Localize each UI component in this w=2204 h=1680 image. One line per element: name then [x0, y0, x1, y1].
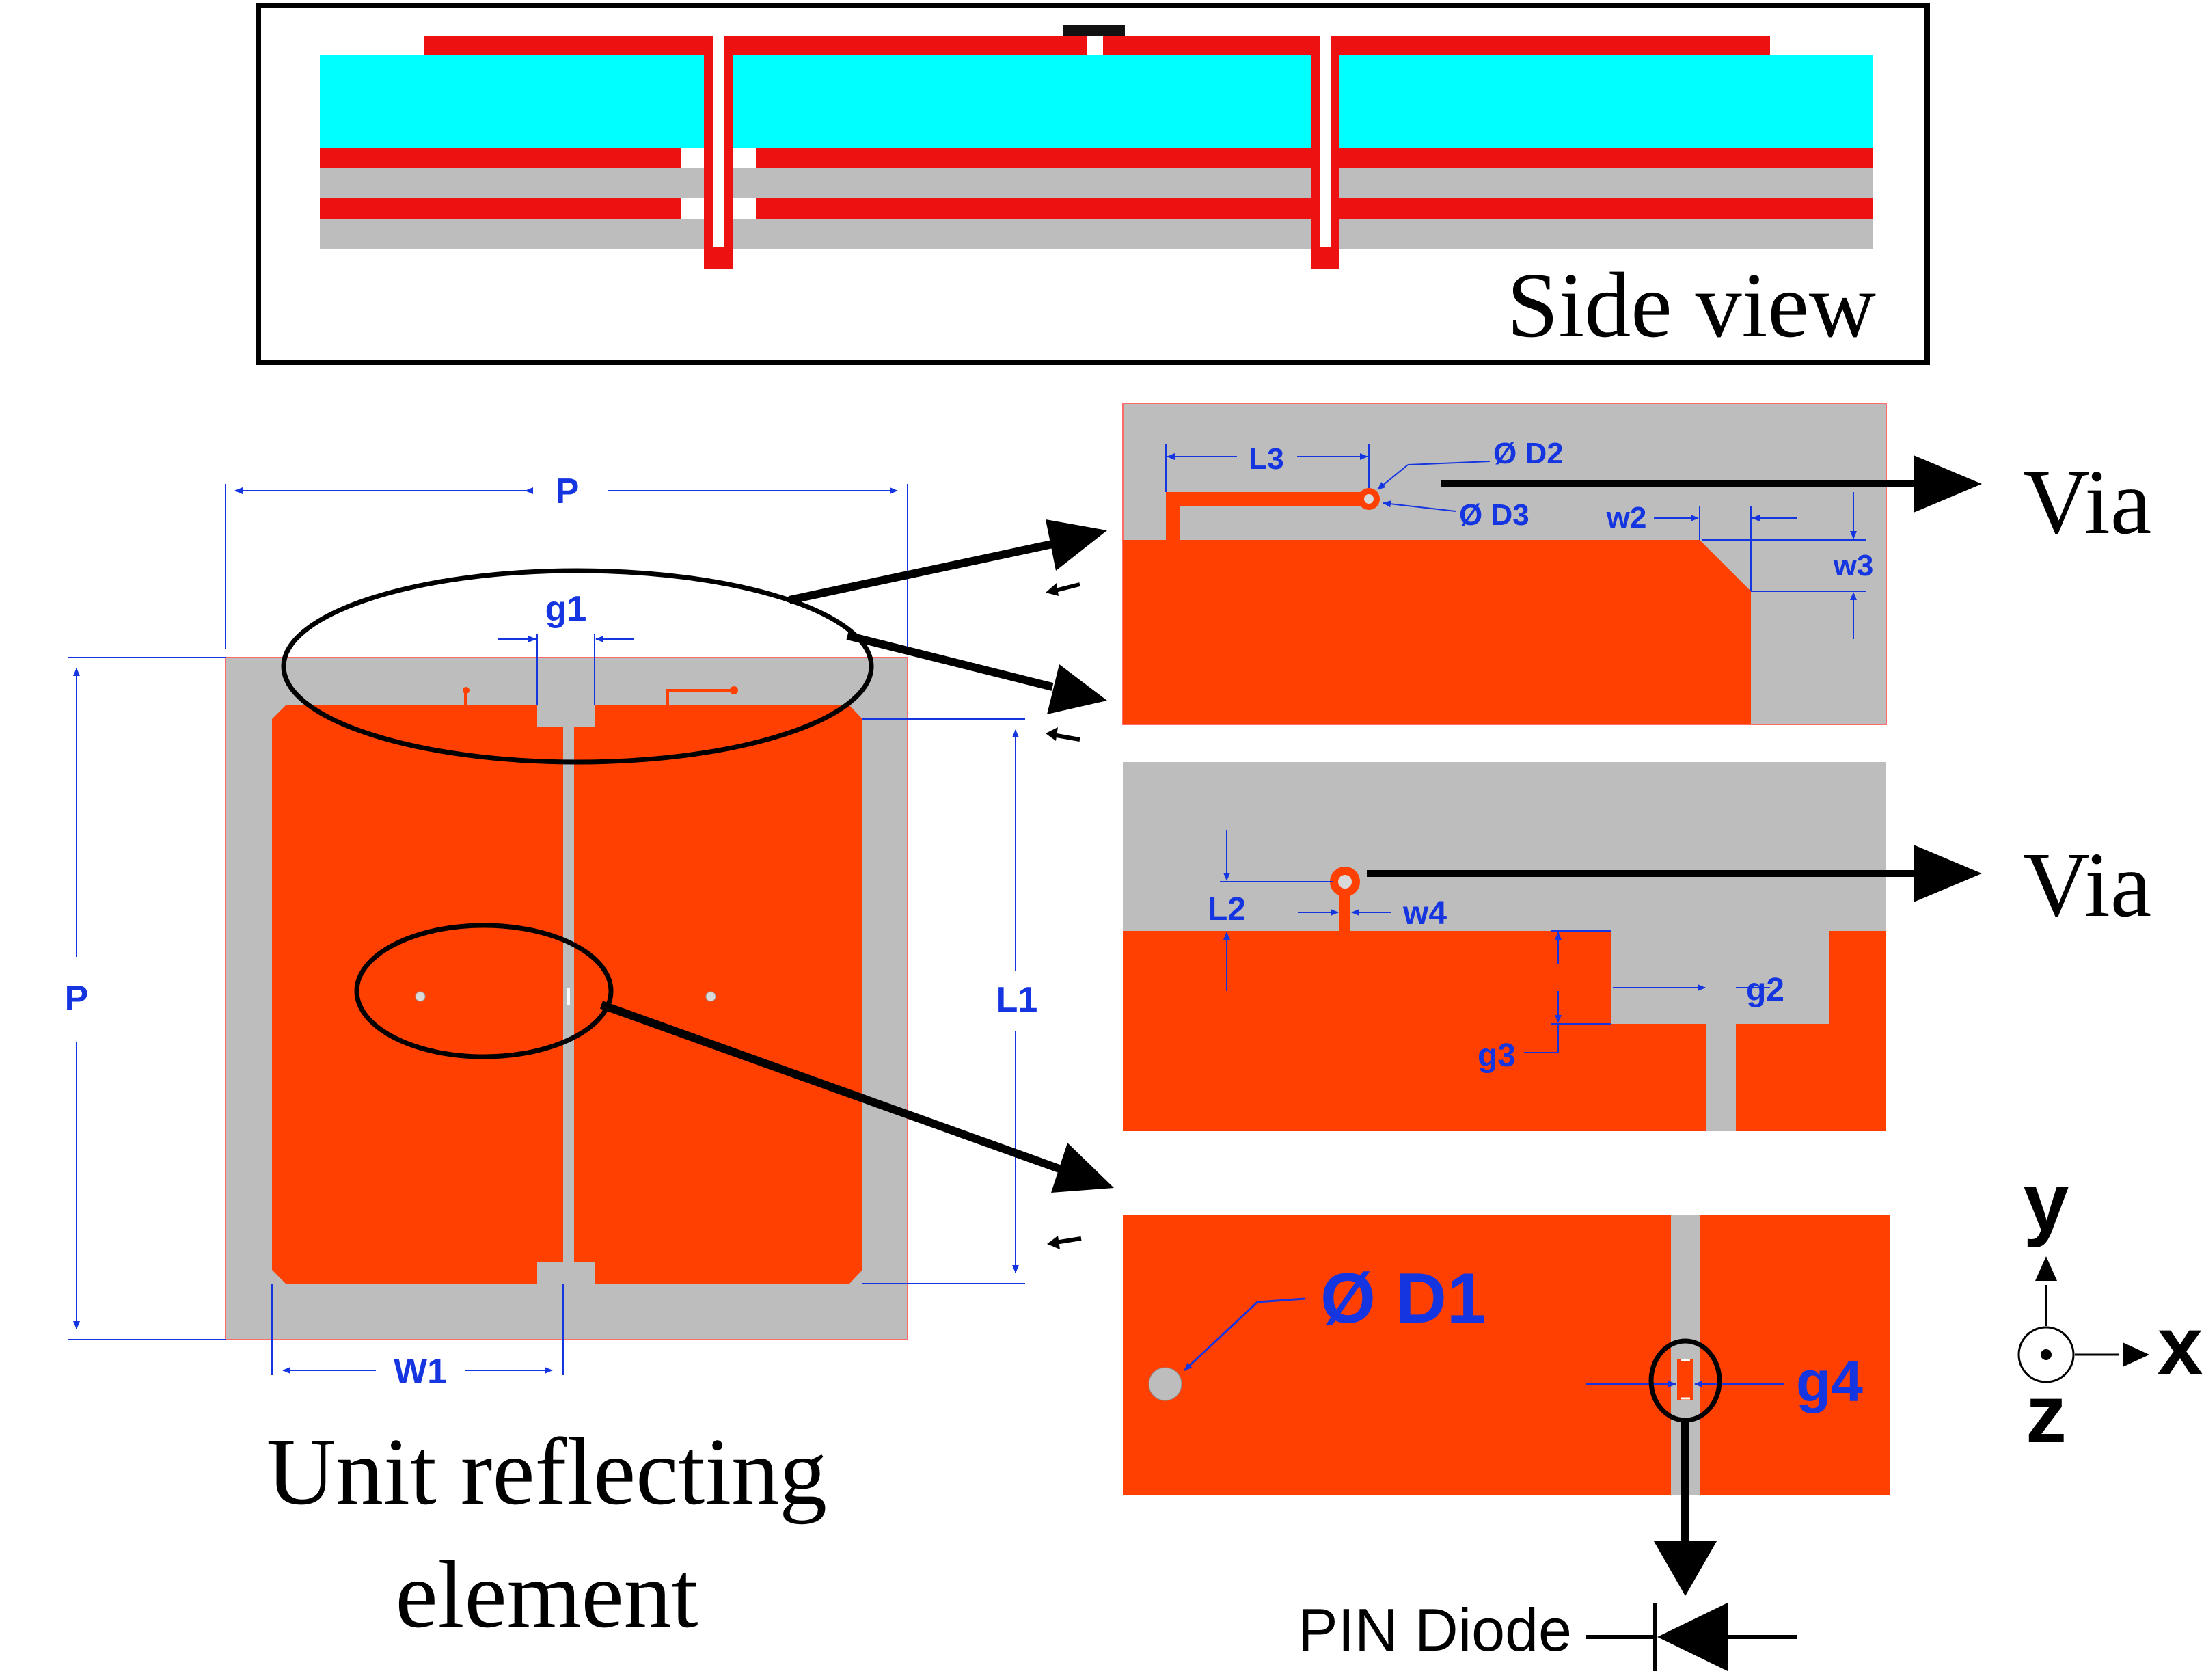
- side-view-caption: Side view: [1507, 254, 1876, 357]
- top-substrate: [320, 55, 1873, 148]
- zoom-arrows: [599, 519, 1114, 1249]
- dim-w1: W1: [271, 1284, 564, 1392]
- dim-label-l2: L2: [1208, 891, 1246, 927]
- dim-label-g2: g2: [1746, 972, 1784, 1008]
- gray-substrate-2: [320, 219, 1873, 249]
- unit-caption-line1: Unit reflecting: [267, 1419, 827, 1525]
- via-pad: [730, 686, 738, 694]
- dim-label-g4: g4: [1796, 1349, 1863, 1413]
- zoom-ellipse-center: [354, 923, 614, 1059]
- detail-mid-stub: [1339, 895, 1350, 931]
- dim-label-l1: L1: [996, 980, 1038, 1020]
- detail-top-patch: [1123, 540, 1751, 724]
- detail-bot-via-hole: [1148, 1367, 1182, 1401]
- side-view-frame: [256, 3, 1930, 365]
- axis-x-label: x: [2158, 1300, 2203, 1392]
- axis-z-label: z: [2026, 1368, 2067, 1460]
- dim-label-w3: w3: [1833, 549, 1874, 582]
- dim-p-top: P: [225, 472, 908, 649]
- detail-bottom: Ø D1 g4 PIN Diode: [1123, 1215, 1890, 1671]
- detail-mid-via-label: Via: [2023, 834, 2151, 936]
- dim-label-g1: g1: [545, 589, 587, 629]
- zoom-ellipse-top: [281, 568, 874, 765]
- detail-mid-patch-right: [1736, 931, 1886, 1131]
- axis-y-label: y: [2024, 1156, 2069, 1248]
- dim-label-w4: w4: [1402, 895, 1447, 932]
- axes-indicator: y x z: [2017, 1156, 2203, 1460]
- detail-mid-patch-left: [1123, 931, 1706, 1131]
- small-arrow: [1055, 1236, 1082, 1245]
- zoom-ellipse-g4: [1648, 1338, 1722, 1423]
- side-view-panel: Side view: [256, 3, 1930, 365]
- dim-label-p-top: P: [556, 472, 580, 511]
- detail-top: L3 Ø D2 Ø D3 w2 w3 Via: [1122, 403, 2151, 725]
- detail-top-via-hole: [1364, 494, 1374, 504]
- via-hole: [415, 991, 426, 1002]
- detail-bot-diode-bridge: [1677, 1359, 1693, 1400]
- stub-small: [464, 690, 467, 705]
- pin-diode-label: PIN Diode: [1298, 1596, 1572, 1664]
- via-2-hole: [1320, 36, 1331, 247]
- dim-label-d3: Ø D3: [1459, 498, 1529, 532]
- feed-line-h: [666, 689, 734, 692]
- dim-p-left: P: [65, 657, 226, 1340]
- dim-label-w1: W1: [394, 1352, 447, 1392]
- detail-top-feed-h: [1166, 492, 1364, 506]
- detail-mid-via-hole: [1338, 875, 1352, 889]
- dim-label-l3: L3: [1249, 442, 1283, 476]
- dim-label-d2: Ø D2: [1493, 437, 1564, 470]
- top-gap: [1087, 36, 1103, 55]
- unit-caption-line2: element: [395, 1542, 698, 1648]
- detail-bot-patch: [1123, 1215, 1890, 1495]
- dim-label-d1: Ø D1: [1320, 1259, 1486, 1338]
- detail-middle: L2 w4 g2 g3 Via: [1123, 762, 2151, 1131]
- dim-label-p-left: P: [65, 979, 89, 1018]
- gray-substrate-1: [320, 168, 1873, 198]
- small-arrow: [1052, 733, 1080, 742]
- dim-g1: g1: [498, 589, 634, 705]
- dim-label-w2: w2: [1606, 501, 1647, 534]
- detail-top-via-label: Via: [2023, 451, 2151, 554]
- unit-cell: P P g1 L1 W1: [65, 472, 1038, 1648]
- via-1-hole: [713, 36, 724, 247]
- dim-label-g3: g3: [1478, 1038, 1516, 1074]
- diode-symbol: [1657, 1603, 1728, 1671]
- via-hole: [705, 991, 716, 1002]
- copper-layer-3: [320, 198, 1873, 219]
- feed-line-v: [666, 689, 669, 705]
- diode-marker: [1063, 25, 1125, 36]
- right-patch: [574, 705, 862, 1284]
- copper-layer-2: [320, 148, 1873, 168]
- via-pad-small: [463, 687, 470, 694]
